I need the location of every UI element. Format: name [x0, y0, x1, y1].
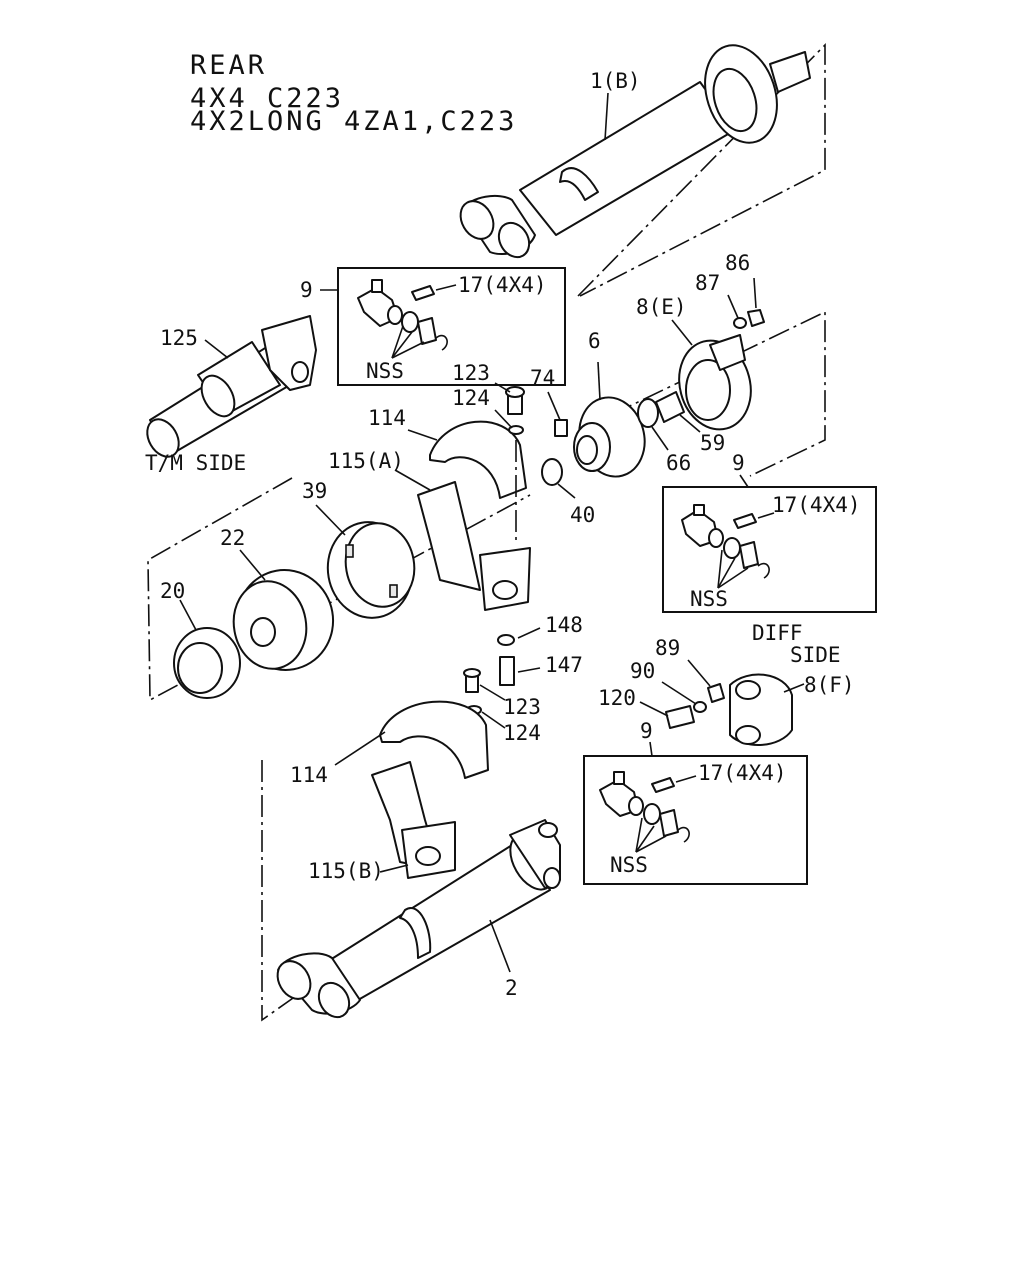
callout-22: 22: [220, 526, 245, 550]
callout-147: 147: [545, 653, 583, 677]
callout-17-low: 17(4X4): [698, 761, 787, 785]
center-bearing-group: 39 22 20: [147, 477, 531, 702]
propeller-shaft-1b: 1(B): [459, 43, 826, 297]
callout-6: 6: [588, 329, 601, 353]
callout-59: 59: [700, 431, 725, 455]
header-line-1: REAR: [190, 50, 267, 81]
callout-125: 125: [160, 326, 198, 350]
nss-label-top: NSS: [366, 359, 404, 383]
callout-124-low: 124: [503, 721, 541, 745]
callout-115b: 115(B): [308, 859, 384, 883]
flange-yoke-8f: 89 90 120 8(F): [598, 636, 855, 747]
callout-20: 20: [160, 579, 185, 603]
callout-66: 66: [666, 451, 691, 475]
header-line-3: 4X2LONG 4ZA1,C223: [190, 106, 517, 137]
callout-124-top: 124: [452, 386, 490, 410]
callout-120: 120: [598, 686, 636, 710]
callout-114-low: 114: [290, 763, 328, 787]
diff-side-label-1: DIFF: [752, 621, 803, 645]
ujoint-kit-mid: 9 17(4X4) NSS: [662, 451, 877, 613]
callout-86: 86: [725, 251, 750, 275]
diff-side-label-2: SIDE: [790, 643, 841, 667]
callout-17-top: 17(4X4): [458, 273, 547, 297]
callout-9-low: 9: [640, 719, 653, 743]
nss-label-low: NSS: [610, 853, 648, 877]
flange-group-8e: 6 74 40 66 59 8(E) 87 86: [530, 251, 826, 527]
slip-yoke-125: 125: [146, 315, 317, 458]
propeller-shaft-2: 114 115(B) 2: [261, 700, 561, 1022]
ujoint-kit-low: 9 17(4X4) NSS: [583, 719, 808, 885]
callout-9-top: 9: [300, 278, 313, 302]
callout-17-mid: 17(4X4): [772, 493, 861, 517]
callout-74: 74: [530, 366, 555, 390]
callout-115a: 115(A): [328, 449, 404, 473]
callout-2: 2: [505, 976, 518, 1000]
header-line-2: 4X4 C223: [190, 83, 344, 114]
callout-148: 148: [545, 613, 583, 637]
callout-123-low: 123: [503, 695, 541, 719]
nss-label-mid: NSS: [690, 587, 728, 611]
callout-87: 87: [695, 271, 720, 295]
ujoint-kit-top: 9 17(4X4) NSS: [300, 267, 566, 386]
bracket-114-115a: 114 115(A) 123 124: [328, 361, 531, 611]
diagram-header: REAR 4X4 C223 4X2LONG 4ZA1,C223: [190, 50, 517, 137]
callout-9-mid: 9: [732, 451, 745, 475]
callout-39: 39: [302, 479, 327, 503]
callout-123-top: 123: [452, 361, 490, 385]
callout-90: 90: [630, 659, 655, 683]
tm-side-label: T/M SIDE: [145, 451, 246, 475]
callout-8f: 8(F): [804, 673, 855, 697]
callout-8e: 8(E): [636, 295, 687, 319]
lower-fasteners: 148 147 123 124: [463, 613, 583, 745]
callout-89: 89: [655, 636, 680, 660]
callout-1b: 1(B): [590, 69, 641, 93]
callout-114-top: 114: [368, 406, 406, 430]
callout-40: 40: [570, 503, 595, 527]
